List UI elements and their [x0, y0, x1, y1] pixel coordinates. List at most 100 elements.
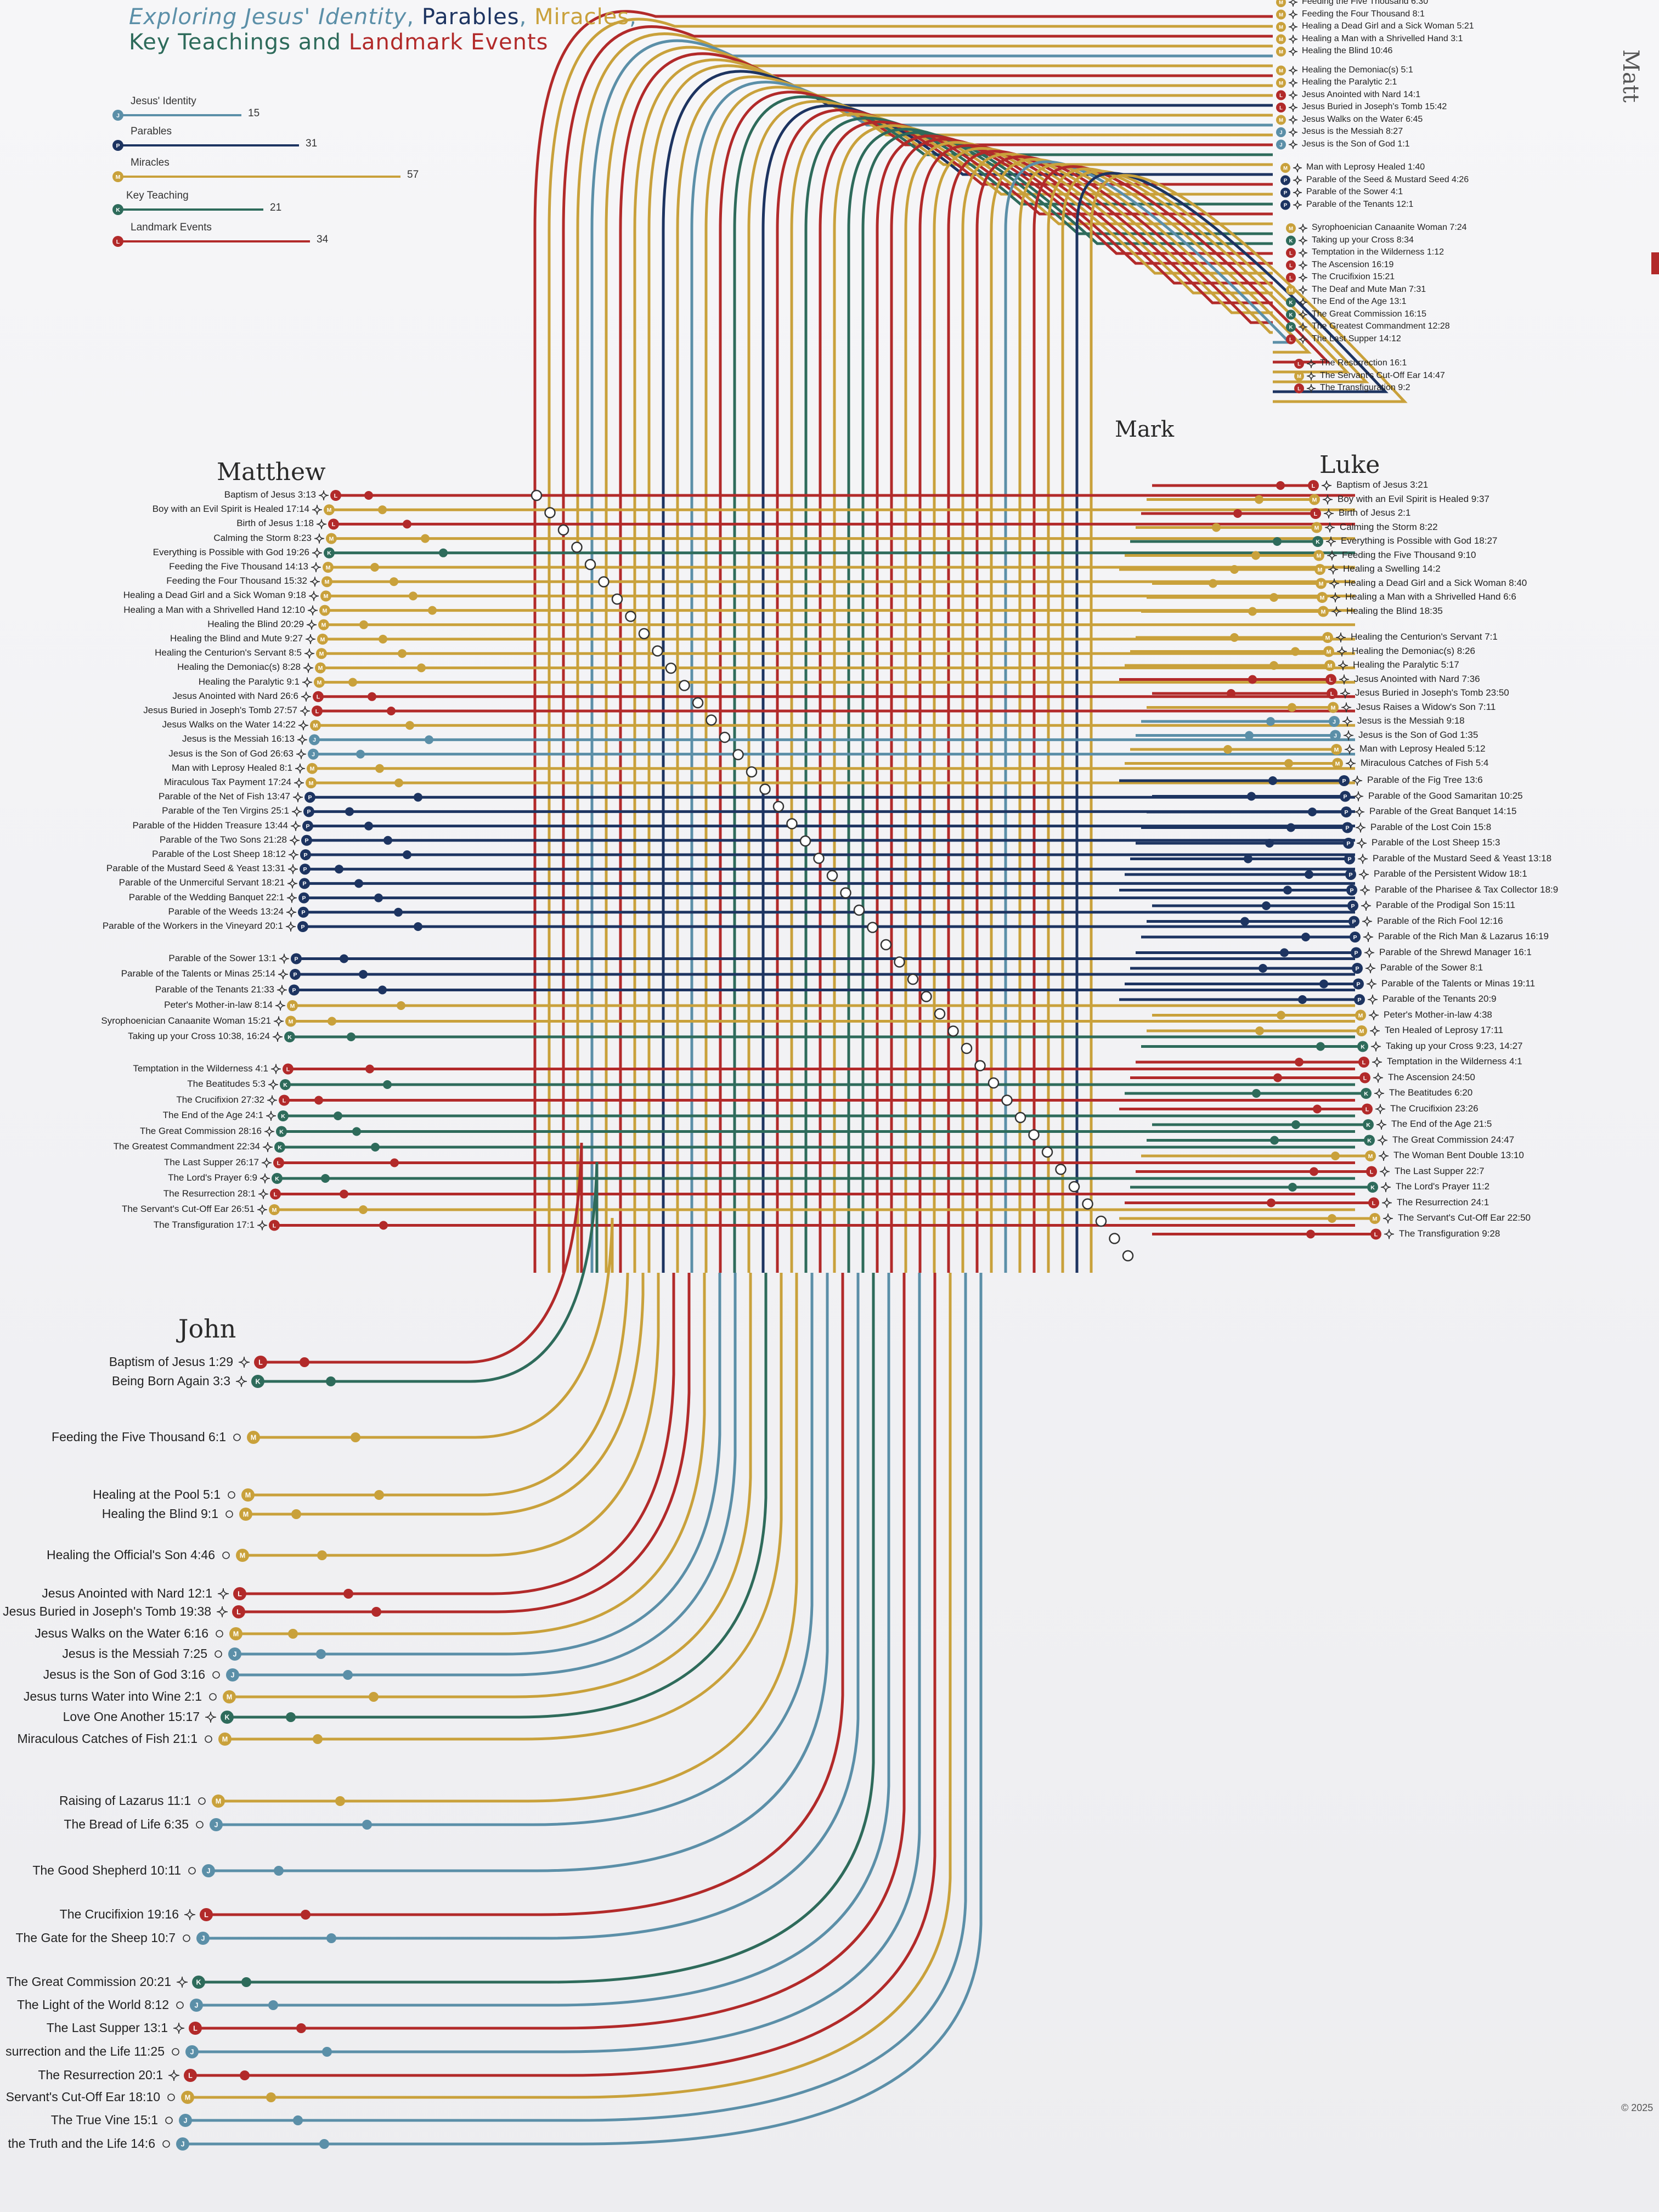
matthew-event-label: Parable of the Hidden Treasure 13:44	[132, 820, 288, 831]
john-event-label: Jesus is the Messiah 7:25	[62, 1646, 207, 1661]
mark-badge	[1294, 359, 1304, 369]
event-dot	[439, 548, 448, 557]
luke-badge	[1316, 578, 1327, 589]
transfer-station	[1014, 1111, 1026, 1124]
matthew-badge	[309, 734, 320, 746]
event-dot	[1284, 759, 1293, 768]
gospel-title-john: John	[178, 1314, 236, 1344]
transfer-station	[706, 714, 717, 726]
matthew-badge	[297, 921, 308, 932]
matthew-badge	[318, 619, 329, 630]
event-dot	[1248, 675, 1257, 684]
matthew-event-label: Syrophoenician Canaanite Woman 15:21	[101, 1015, 271, 1026]
mark-badge	[1286, 334, 1296, 345]
matthew-event-label: Jesus Walks on the Water 14:22	[162, 719, 296, 730]
mark-route-line	[1047, 167, 1350, 1273]
sparkle-icon	[1288, 0, 1298, 7]
badge-letter: L	[116, 239, 120, 245]
event-dot	[1301, 933, 1310, 941]
mark-route-line	[890, 138, 1273, 1273]
sparkle-icon	[294, 777, 304, 788]
luke-event-label: Healing the Blind 18:35	[1346, 605, 1443, 616]
event-dot	[1328, 1214, 1336, 1223]
event-dot	[1259, 964, 1267, 973]
john-route-line	[258, 1161, 599, 1383]
badge-letter: J	[206, 1867, 210, 1875]
luke-badge	[1342, 822, 1353, 833]
event-dot	[417, 663, 426, 673]
matthew-badge	[317, 634, 328, 645]
sparkle-icon	[1373, 1073, 1384, 1083]
mark-badge	[1286, 322, 1296, 332]
mark-event-label: Healing the Demoniac(s) 5:1	[1302, 65, 1413, 75]
mark-route-line	[918, 144, 1273, 1273]
john-event-label: The Resurrection 20:1	[38, 2068, 163, 2082]
john-badge	[202, 1864, 215, 1877]
luke-event-label: Taking up your Cross 9:23, 14:27	[1386, 1040, 1523, 1051]
mark-route-line	[1004, 160, 1293, 1273]
matthew-badge	[310, 720, 321, 731]
sparkle-icon	[1323, 508, 1334, 519]
sparkle-icon	[1352, 775, 1363, 786]
matthew-badge	[279, 1094, 290, 1106]
matthew-badge	[290, 969, 301, 980]
mark-event-label: Feeding the Five Thousand 6:30	[1302, 0, 1429, 6]
sparkle-icon	[312, 505, 323, 515]
sparkle-icon	[1298, 236, 1308, 245]
sparkle-icon	[1288, 35, 1298, 44]
key-icon	[172, 2048, 179, 2056]
badge-letter: L	[1363, 1075, 1367, 1081]
mark-badge	[1276, 103, 1286, 112]
matthew-event-label: Healing the Paralytic 9:1	[198, 676, 300, 687]
transfer-station	[867, 922, 878, 933]
badge-letter: J	[201, 1935, 205, 1943]
transfer-station	[1109, 1233, 1120, 1244]
sparkle-icon	[238, 1356, 250, 1368]
matthew-badge	[302, 820, 313, 832]
matthew-event-label: The Greatest Commandment 22:34	[113, 1141, 260, 1152]
legend-label: Parables	[131, 126, 172, 137]
event-dot	[421, 534, 430, 543]
matthew-event-label: Jesus Buried in Joseph's Tomb 27:57	[143, 705, 297, 715]
john-badge	[233, 1587, 246, 1600]
luke-event-label: Healing the Paralytic 5:17	[1353, 659, 1459, 670]
matthew-badge	[287, 1000, 298, 1011]
luke-badge	[1327, 688, 1338, 699]
badge-letter: M	[227, 1694, 233, 1701]
john-badge	[232, 1605, 245, 1618]
transfer-station	[961, 1042, 973, 1054]
badge-letter: K	[283, 1082, 287, 1088]
event-dot	[1267, 1198, 1276, 1207]
mark-badge	[1286, 285, 1296, 295]
matthew-event-label: Miraculous Tax Payment 17:24	[163, 777, 291, 787]
badge-letter: P	[1354, 950, 1358, 956]
mark-badge	[1286, 273, 1296, 283]
john-badge	[223, 1690, 236, 1703]
luke-badge	[1357, 1041, 1368, 1052]
luke-badge	[1314, 564, 1325, 575]
luke-event-label: Jesus is the Son of God 1:35	[1358, 729, 1479, 740]
matthew-event-label: The Resurrection 28:1	[163, 1188, 256, 1199]
badge-letter: L	[286, 1066, 290, 1073]
transfer-station	[894, 956, 905, 968]
badge-letter: L	[334, 493, 338, 499]
sparkle-icon	[290, 821, 301, 831]
sparkle-icon	[1293, 163, 1302, 173]
matthew-event-label: Healing the Blind and Mute 9:27	[170, 633, 303, 644]
badge-letter: P	[1355, 966, 1359, 972]
john-event-label: the Truth and the Life 14:6	[8, 2136, 155, 2151]
sparkle-icon	[1341, 702, 1352, 713]
luke-event-label: The Ascension 24:50	[1388, 1071, 1475, 1082]
badge-letter: L	[1370, 1169, 1374, 1175]
mark-badge	[1280, 200, 1290, 210]
john-route-line	[229, 1273, 752, 1699]
matthew-event-label: Parable of the Wedding Banquet 22:1	[128, 891, 284, 902]
badge-letter: K	[1289, 312, 1293, 318]
event-dot	[1308, 808, 1317, 816]
john-badge	[190, 1999, 203, 2012]
event-dot	[266, 2092, 276, 2102]
luke-event-label: Parable of the Rich Man & Lazarus 16:19	[1378, 931, 1549, 941]
event-dot	[286, 1712, 296, 1722]
transfer-station	[598, 576, 610, 588]
event-dot	[1298, 995, 1307, 1004]
